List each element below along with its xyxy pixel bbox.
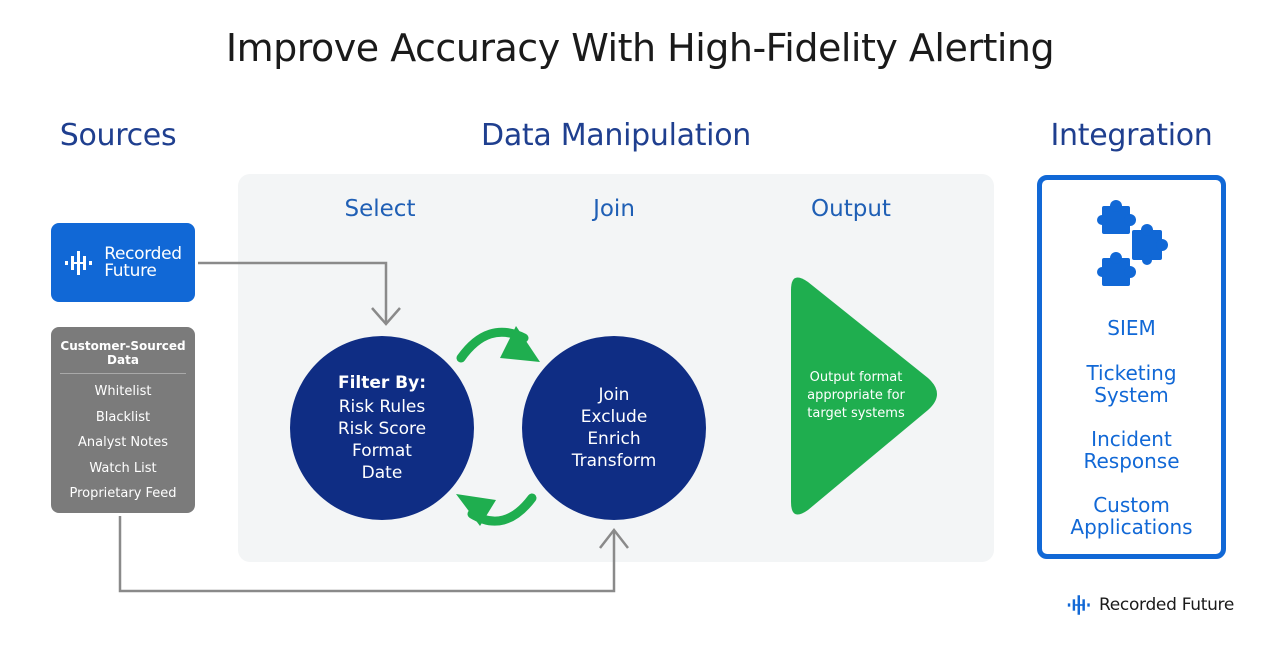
page-title: Improve Accuracy With High-Fidelity Aler…	[225, 26, 1055, 70]
output-description: Output format appropriate for target sys…	[807, 370, 905, 421]
source-customer-data: Customer-Sourced Data Whitelist Blacklis…	[51, 327, 195, 513]
flow-arrow-icon	[198, 261, 388, 322]
filter-item: Risk Score	[337, 419, 427, 439]
customer-data-item: Analyst Notes	[78, 435, 168, 450]
integration-incident-response: Incident Response	[1083, 427, 1180, 473]
source-recorded-future: Recorded Future	[51, 223, 195, 302]
cycle-arrowhead-icon	[500, 326, 540, 362]
join-item: Exclude	[580, 407, 648, 427]
customer-data-item: Proprietary Feed	[69, 486, 177, 501]
puzzle-pieces-icon	[1097, 200, 1168, 286]
section-sources: Sources	[59, 118, 177, 153]
customer-data-item: Blacklist	[95, 409, 151, 425]
section-data-manipulation: Data Manipulation	[481, 118, 751, 153]
output-triangle	[791, 277, 937, 515]
customer-data-item: Whitelist	[94, 384, 152, 399]
filter-item: Date	[361, 463, 403, 483]
filter-item: Format	[352, 441, 412, 461]
customer-data-item: Watch List	[89, 460, 157, 476]
cycle-arrowhead-icon	[456, 494, 496, 526]
filter-circle: Filter By: Risk Rules Risk Score Format …	[290, 336, 474, 520]
section-integration: Integration	[1050, 118, 1213, 153]
stage-output: Output	[811, 196, 891, 222]
recorded-future-label: Recorded Future	[104, 243, 182, 281]
stage-join: Join	[593, 196, 635, 222]
integration-custom-applications: Custom Applications	[1070, 493, 1193, 539]
customer-data-heading: Customer-Sourced Data	[60, 339, 186, 367]
join-item: Join	[598, 385, 630, 405]
recorded-future-logo-icon	[65, 250, 93, 275]
join-item: Enrich	[587, 429, 641, 449]
brand-name: Recorded Future	[1099, 595, 1235, 615]
brand-logo: Recorded Future	[1067, 592, 1234, 618]
integration-ticketing-system: Ticketing System	[1086, 361, 1177, 407]
flow-arrowhead-icon	[599, 527, 629, 549]
join-circle: Join Exclude Enrich Transform	[522, 336, 706, 520]
join-item: Transform	[571, 451, 657, 471]
flow-arrow-icon	[118, 516, 616, 593]
integration-siem: SIEM	[1107, 316, 1156, 340]
filter-item: Risk Rules	[338, 397, 426, 417]
filter-heading: Filter By:	[337, 373, 427, 393]
divider	[60, 373, 186, 374]
stage-select: Select	[344, 196, 416, 222]
flow-arrowhead-icon	[371, 307, 401, 326]
recorded-future-logo-icon	[1067, 595, 1090, 615]
integration-box	[1037, 175, 1226, 559]
